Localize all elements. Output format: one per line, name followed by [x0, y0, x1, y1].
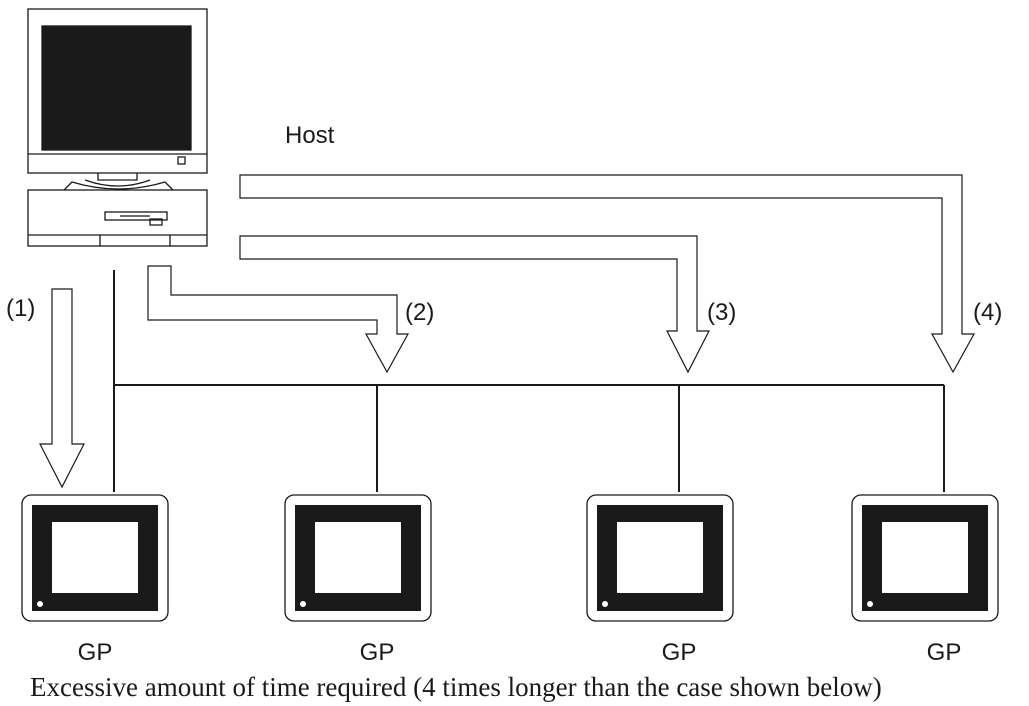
arrow-label-2: (2) — [405, 299, 434, 326]
gp-terminal-1 — [21, 494, 169, 622]
gp-terminal-4 — [851, 494, 999, 622]
gp-label-2: GP — [360, 639, 395, 666]
caption: Excessive amount of time required (4 tim… — [30, 672, 882, 702]
monitor-screen — [41, 25, 192, 151]
gp-label-3: GP — [662, 639, 697, 666]
arrow-3 — [239, 235, 710, 374]
gp-terminal-2 — [284, 494, 432, 622]
disk-drive-icon — [104, 211, 168, 221]
host-label: Host — [285, 122, 335, 149]
arrow-2 — [147, 265, 410, 374]
data-arrows — [39, 174, 976, 489]
base-unit — [27, 189, 208, 247]
arrow-label-1: (1) — [6, 295, 35, 322]
gp-label-4: GP — [927, 639, 962, 666]
monitor-stand — [97, 173, 138, 181]
power-button-icon — [177, 156, 186, 165]
arrow-4 — [239, 174, 976, 374]
gp-label-1: GP — [78, 639, 113, 666]
arrow-label-3: (3) — [707, 299, 736, 326]
host-computer — [27, 8, 208, 247]
arrow-label-4: (4) — [973, 299, 1002, 326]
network-bus — [113, 270, 945, 492]
arrow-1 — [39, 288, 85, 489]
gp-terminal-3 — [586, 494, 734, 622]
